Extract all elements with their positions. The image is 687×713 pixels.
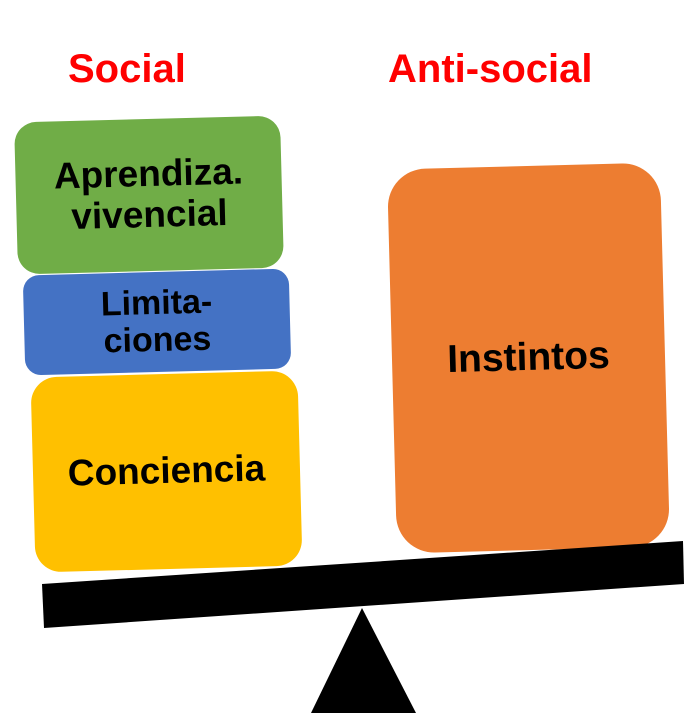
balance-beam (42, 541, 684, 628)
social-heading: Social (68, 47, 186, 91)
antisocial-heading: Anti-social (388, 47, 593, 91)
fulcrum-triangle (311, 608, 416, 713)
